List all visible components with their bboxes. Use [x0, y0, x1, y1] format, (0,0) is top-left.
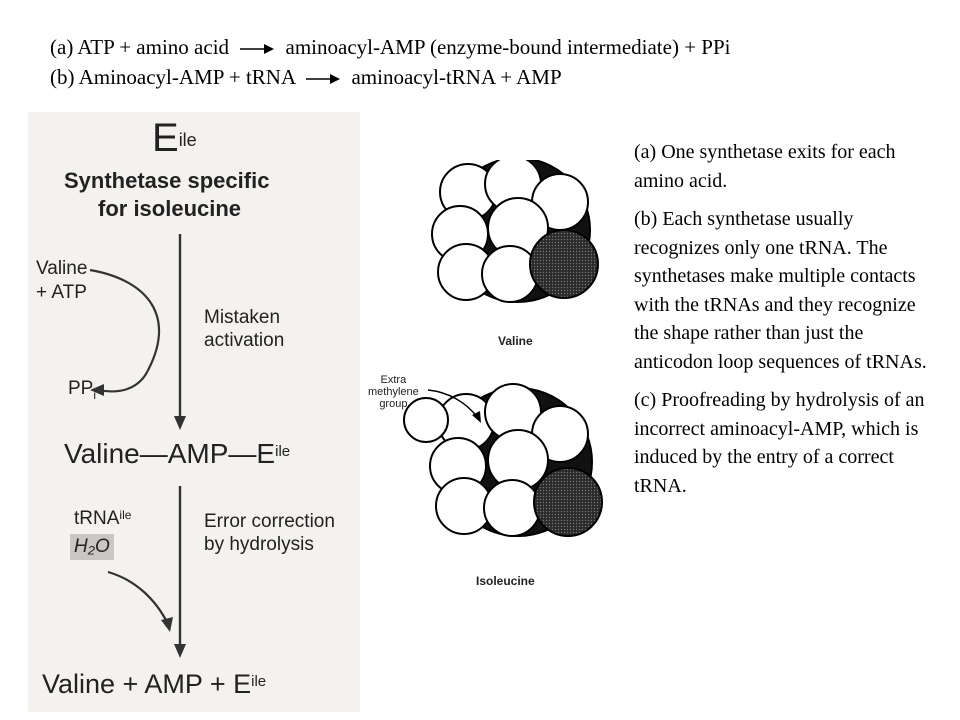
synthetase-title-line2: for isoleucine: [98, 196, 242, 221]
note-c: (c) Proofreading by hydrolysis of an inc…: [634, 389, 925, 497]
equation-a-lhs: (a) ATP + amino acid: [50, 35, 230, 59]
proofreading-pathway-figure: Eile Synthetase specific for isoleucine …: [28, 112, 360, 712]
extra-methylene-label: Extra methylene group: [368, 374, 419, 410]
atp-reactant: + ATP: [36, 282, 87, 303]
pathway-arrows: [89, 234, 186, 658]
space-filling-models: Valine Extra methylene group Isoleucine: [368, 160, 618, 620]
valine-reactant: Valine: [36, 258, 88, 279]
valine-model-icon: [403, 160, 603, 537]
trna-ile-label: tRNAile: [74, 508, 132, 529]
valine-amp-intermediate: Valine—AMP—Eile: [64, 438, 291, 469]
final-products: Valine + AMP + Eile: [42, 669, 267, 699]
note-b: (b) Each synthetase usually recognizes o…: [634, 208, 927, 373]
enzyme-label: Eile: [152, 116, 197, 160]
isoleucine-model-label: Isoleucine: [476, 574, 535, 588]
equation-b-lhs: (b) Aminoacyl-AMP + tRNA: [50, 65, 295, 89]
equation-a: (a) ATP + amino acid aminoacyl-AMP (enzy…: [50, 34, 731, 60]
equation-b: (b) Aminoacyl-AMP + tRNA aminoacyl-tRNA …: [50, 64, 562, 90]
note-a: (a) One synthetase exits for each amino …: [634, 141, 896, 192]
water-label: H₂O: [70, 534, 114, 560]
reaction-arrow-icon: [240, 44, 275, 55]
equation-b-rhs: aminoacyl-tRNA + AMP: [351, 65, 562, 89]
error-correction-label: Error correction by hydrolysis: [204, 511, 335, 555]
mistaken-activation-label: Mistaken activation: [204, 307, 285, 351]
reaction-arrow-icon: [306, 74, 341, 85]
ppi-product: PPi: [68, 378, 97, 402]
synthetase-title: Synthetase specific: [64, 168, 270, 193]
equation-a-rhs: aminoacyl-AMP (enzyme-bound intermediate…: [285, 35, 731, 59]
valine-model-label: Valine: [498, 334, 533, 348]
explanatory-notes: (a) One synthetase exits for each amino …: [634, 138, 934, 510]
